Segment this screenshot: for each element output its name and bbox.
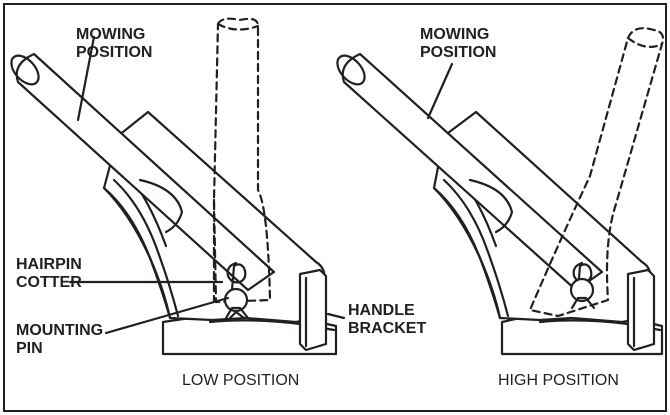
leader-mounting-pin [104,296,230,335]
left-assembly [10,17,338,356]
right-mounting-pin [569,277,595,303]
leader-mowing-right [426,62,454,120]
label-mowing-position-left: MOWING POSITION [76,26,153,61]
right-handle-bracket [626,268,656,352]
leader-handle-bracket [326,312,346,320]
right-handle-dashed [528,27,665,318]
right-handle-tube [341,52,604,292]
left-handle-tube [15,52,276,292]
left-handle-bracket [298,268,328,352]
caption-low-position: LOW POSITION [182,372,300,389]
caption-high-position: HIGH POSITION [498,372,619,389]
label-mounting-pin: MOUNTING PIN [16,322,104,357]
label-mowing-position-right: MOWING POSITION [420,26,497,61]
label-handle-bracket: HANDLE BRACKET [348,302,427,337]
left-handle-dashed [212,17,272,304]
leader-mowing-left [76,35,96,122]
left-hairpin-cotter [226,261,247,292]
right-assembly [336,27,665,356]
label-hairpin-cotter: HAIRPIN COTTER [16,256,82,291]
